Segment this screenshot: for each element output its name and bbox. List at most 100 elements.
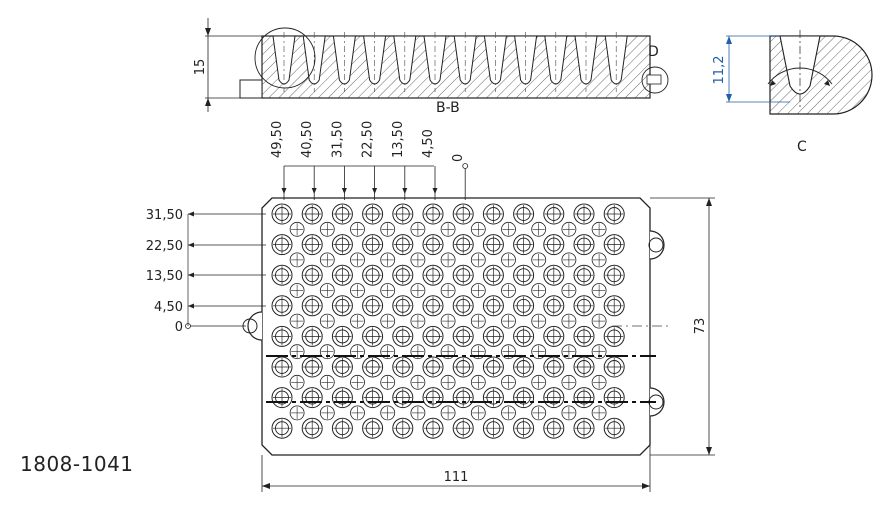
well	[482, 417, 504, 439]
interstitial-well	[470, 374, 486, 390]
dim-arrow	[706, 198, 712, 206]
section-well	[272, 32, 296, 92]
interstitial-well	[440, 374, 456, 390]
section-view-b-b: D B-B 15	[193, 18, 669, 116]
interstitial-well	[531, 405, 547, 421]
well	[452, 356, 474, 378]
well	[482, 387, 504, 409]
interstitial-well	[440, 221, 456, 237]
well	[603, 356, 625, 378]
dim-arrow	[205, 28, 211, 36]
interstitial-well	[319, 405, 335, 421]
well	[301, 325, 323, 347]
interstitial-well	[561, 313, 577, 329]
y-ordinate-dims: 31,50 22,50 13,50 4,50 0	[146, 208, 266, 335]
interstitial-well	[531, 252, 547, 268]
well	[482, 295, 504, 317]
well	[573, 234, 595, 256]
interstitial-well	[470, 252, 486, 268]
interstitial-well	[410, 221, 426, 237]
well	[271, 417, 293, 439]
interstitial-well	[410, 252, 426, 268]
interstitial-well	[380, 221, 396, 237]
well	[362, 387, 384, 409]
interstitial-well	[319, 313, 335, 329]
well	[301, 203, 323, 225]
dim-arrow	[262, 483, 270, 489]
interstitial-well	[470, 405, 486, 421]
well	[422, 203, 444, 225]
interstitial-well	[531, 313, 547, 329]
plan-wells	[271, 203, 625, 439]
interstitial-well	[470, 221, 486, 237]
well	[301, 264, 323, 286]
well	[513, 417, 535, 439]
y-dim-label: 13,50	[146, 269, 183, 284]
well	[331, 356, 353, 378]
interstitial-well	[501, 221, 516, 237]
well	[392, 417, 414, 439]
detail-circle-c	[254, 27, 316, 89]
x-dim-label: 22,50	[361, 121, 376, 158]
well	[301, 417, 323, 439]
interstitial-well	[410, 313, 426, 329]
section-well	[363, 32, 387, 92]
section-well	[483, 32, 507, 92]
well	[452, 203, 474, 225]
interstitial-well	[410, 405, 426, 421]
interstitial-well	[289, 221, 305, 237]
well	[573, 203, 595, 225]
well	[513, 387, 535, 409]
well	[362, 356, 384, 378]
well	[362, 325, 384, 347]
interstitial-well	[380, 374, 396, 390]
well	[362, 234, 384, 256]
interstitial-well	[380, 252, 396, 268]
detail-d-label: D	[648, 44, 659, 60]
interstitial-well	[380, 313, 396, 329]
well	[271, 295, 293, 317]
x-dim-label: 31,50	[330, 121, 345, 158]
y-dim-label: 0	[175, 320, 183, 335]
well	[271, 325, 293, 347]
well	[543, 387, 565, 409]
x-dim-label: 49,50	[270, 121, 285, 158]
well	[482, 234, 504, 256]
well	[603, 295, 625, 317]
interstitial-well	[350, 405, 365, 421]
interstitial-well	[380, 283, 396, 298]
section-wells	[272, 32, 628, 92]
interstitial-well	[501, 374, 516, 390]
well	[362, 417, 384, 439]
interstitial-well	[350, 283, 365, 298]
y-ordinate-dim: 31,50	[146, 208, 266, 223]
well	[422, 417, 444, 439]
y-ordinate-dim: 22,50	[146, 239, 266, 254]
interstitial-well	[531, 283, 547, 298]
y-ordinate-dim: 4,50	[154, 300, 266, 315]
interstitial-well	[289, 252, 305, 268]
x-dim-label: 40,50	[300, 121, 315, 158]
interstitial-well	[561, 405, 577, 421]
x-ordinate-dim: 22,50	[361, 121, 378, 200]
dim-arrow	[824, 80, 830, 86]
well	[392, 356, 414, 378]
interstitial-well	[591, 374, 607, 390]
interstitial-well	[531, 221, 547, 237]
well	[452, 387, 474, 409]
x-dim-label: 0	[451, 154, 466, 162]
well	[573, 417, 595, 439]
interstitial-well	[440, 313, 456, 329]
right-tab-top	[649, 230, 665, 260]
well	[331, 234, 353, 256]
well	[422, 234, 444, 256]
well	[422, 295, 444, 317]
interstitial-well	[561, 283, 577, 298]
section-well	[302, 32, 326, 92]
x-ordinate-dim: 4,50	[421, 129, 438, 200]
interstitial-well	[561, 252, 577, 268]
interstitial-well	[591, 221, 607, 237]
plate-width-dim: 111	[444, 470, 469, 485]
interstitial-well	[531, 374, 547, 390]
